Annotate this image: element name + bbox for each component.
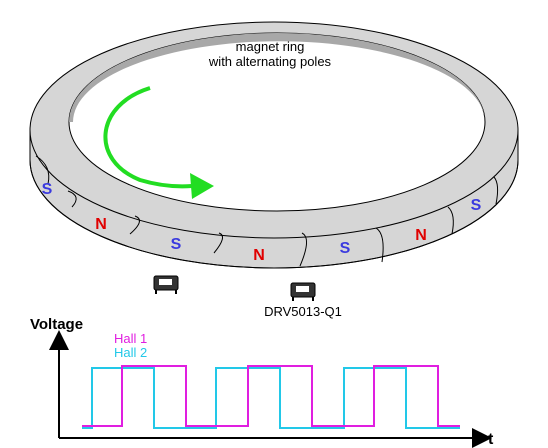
legend-hall-1: Hall 1 (114, 331, 147, 346)
pole-dividers (35, 155, 499, 267)
hall-1-waveform (82, 365, 460, 427)
x-axis-label: t (488, 431, 494, 448)
hall-sensor-chip-icon (290, 282, 316, 301)
hall-sensor-2: DRV5013-Q1 (264, 282, 342, 319)
waveform-plot: Voltage t Hall 1 Hall 2 (30, 316, 494, 448)
pole-label: S (42, 181, 53, 198)
ring-caption-line2: with alternating poles (208, 54, 332, 69)
pole-label: S (171, 236, 182, 253)
hall-sensor-chip-icon (153, 275, 179, 294)
legend-hall-2: Hall 2 (114, 345, 147, 360)
ring-caption-line1: magnet ring (236, 39, 305, 54)
pole-label: S (340, 240, 351, 257)
pole-label: N (253, 247, 265, 264)
y-axis-label: Voltage (30, 316, 83, 333)
magnet-ring: S N S N S N S magnet ring with alternati… (29, 21, 519, 269)
pole-label: S (471, 197, 482, 214)
sensor-label: DRV5013-Q1 (264, 304, 342, 319)
pole-label: N (415, 227, 427, 244)
hall-2-waveform (82, 367, 460, 429)
rotation-arrow-icon (103, 86, 214, 199)
hall-sensor-1 (153, 275, 179, 294)
pole-labels: S N S N S N S (42, 181, 482, 264)
pole-label: N (95, 216, 107, 233)
